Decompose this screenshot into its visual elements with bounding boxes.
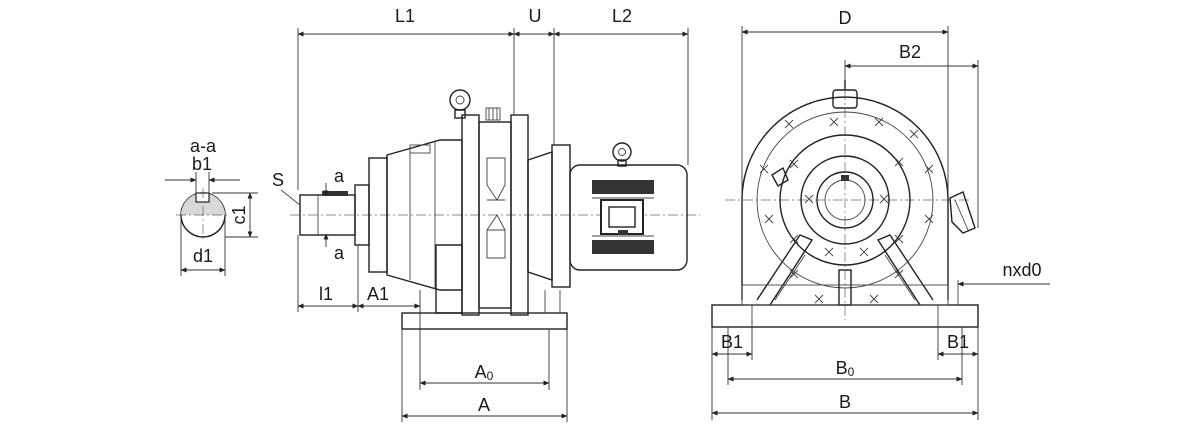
dim-label-B0: B0 [836, 358, 855, 379]
dim-label-A0: A0 [475, 362, 494, 383]
key-slot [195, 192, 210, 203]
output-bore [816, 171, 874, 229]
dim-label-B2: B2 [899, 42, 921, 62]
dim-label-d1: d1 [193, 246, 213, 266]
dim-label-U: U [529, 6, 542, 26]
dim-label-B: B [839, 392, 851, 412]
dim-label-nxd0: nxd0 [1002, 260, 1041, 280]
dim-label-A1: A1 [367, 284, 389, 304]
housing-foot [435, 244, 463, 314]
housing-ring [779, 134, 911, 266]
cross-marks [759, 117, 934, 304]
base-plate [401, 312, 568, 330]
dim-label-D: D [839, 8, 852, 28]
section-mark-a-bottom: a [334, 243, 345, 263]
front-view-dimensions [711, 26, 1050, 420]
dim-label-B1-left: B1 [721, 332, 743, 352]
dim-label-c1: c1 [229, 205, 249, 224]
section-mark-a-top: a [334, 166, 345, 186]
dim-label-b1: b1 [192, 154, 212, 174]
dim-label-A: A [478, 395, 490, 415]
dim-label-L1: L1 [395, 6, 415, 26]
motor-lifting-eye [612, 142, 632, 162]
side-plug [949, 191, 976, 234]
dim-label-l1: l1 [319, 284, 333, 304]
terminal-box [600, 199, 644, 235]
shaft-section-view [165, 172, 258, 276]
side-view [280, 89, 700, 330]
motor-fins [592, 180, 654, 254]
side-view-dimensions [297, 28, 689, 422]
right-leg [876, 234, 934, 306]
lifting-eye [449, 89, 471, 111]
motor-flange [551, 144, 571, 288]
dim-label-L2: L2 [612, 6, 632, 26]
section-label-aa: a-a [190, 136, 217, 156]
housing-outline [741, 96, 949, 300]
motor-body [569, 164, 688, 271]
front-view [711, 80, 979, 328]
dim-label-B1-right: B1 [947, 332, 969, 352]
left-leg [756, 234, 814, 306]
dim-label-S: S [272, 170, 284, 190]
